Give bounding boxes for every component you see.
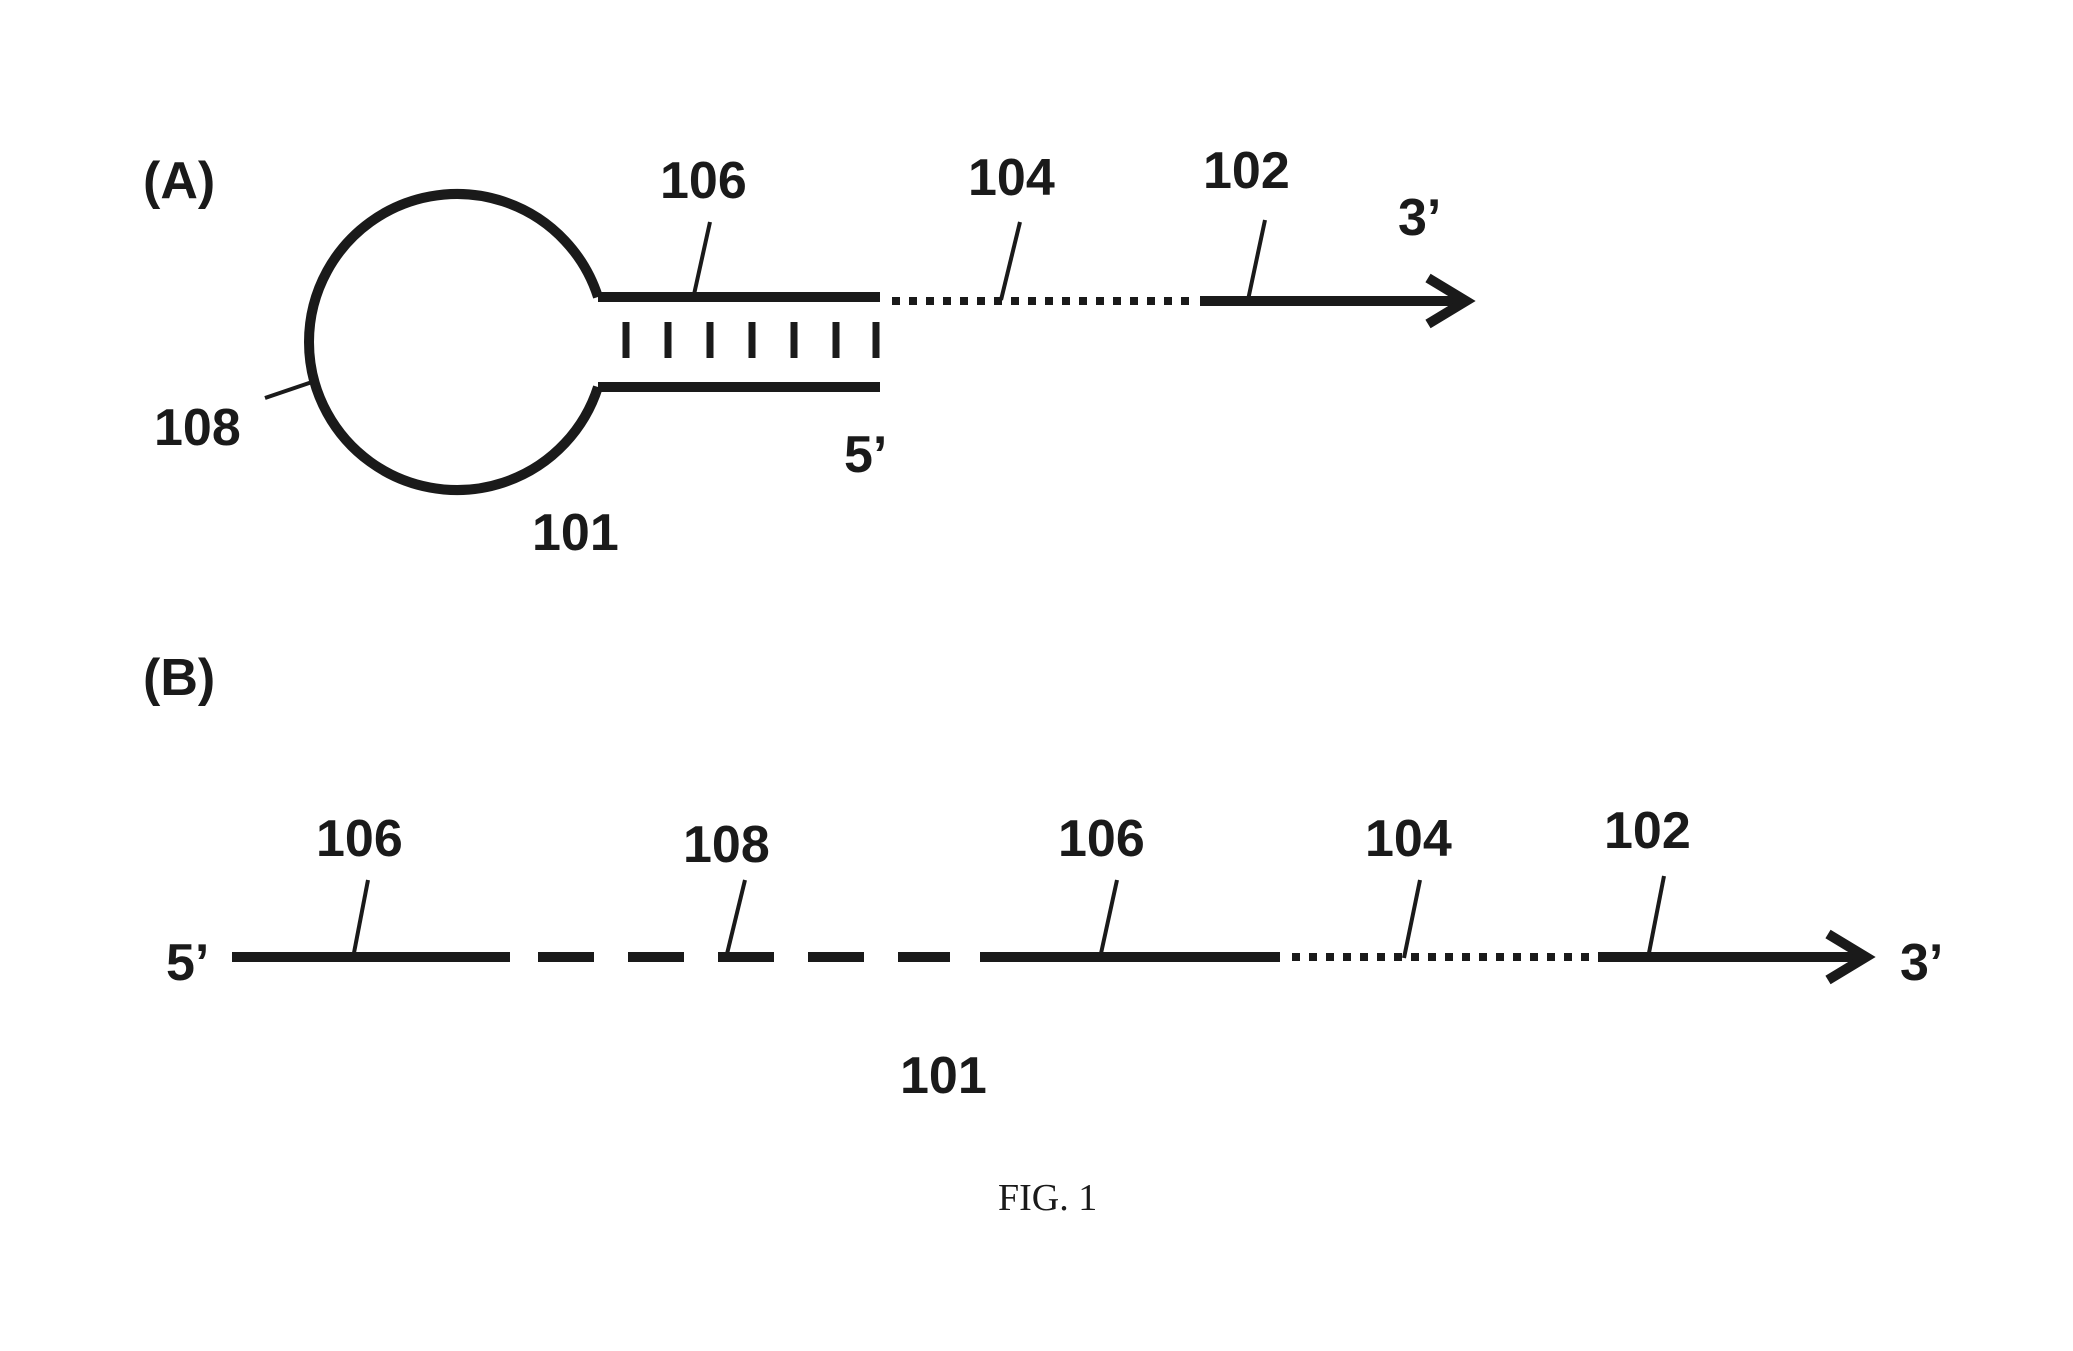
label-5prime: 5’ bbox=[166, 934, 209, 992]
label-102: 102 bbox=[1203, 142, 1290, 200]
label-102: 102 bbox=[1604, 802, 1691, 860]
figure-caption: FIG. 1 bbox=[998, 1177, 1097, 1219]
leader-108 bbox=[724, 879, 747, 959]
label-101: 101 bbox=[532, 504, 619, 562]
label-108: 108 bbox=[683, 816, 770, 874]
label-104: 104 bbox=[968, 149, 1055, 207]
label-106-first: 106 bbox=[316, 810, 403, 868]
leader-108 bbox=[264, 378, 319, 400]
leader-106-first bbox=[351, 879, 370, 959]
panel-a-tag: (A) bbox=[143, 152, 215, 210]
base-pairs bbox=[622, 322, 880, 358]
label-106-second: 106 bbox=[1058, 810, 1145, 868]
arrow-head-3prime bbox=[1425, 273, 1476, 329]
leader-106 bbox=[691, 221, 712, 300]
label-5prime: 5’ bbox=[844, 426, 887, 484]
panel-a: (A) 106 104 102 3’ 108 5 bbox=[143, 142, 1476, 562]
label-3prime: 3’ bbox=[1900, 934, 1943, 992]
arrow-head-3prime bbox=[1825, 929, 1876, 985]
loop-108-arc bbox=[304, 189, 603, 495]
label-106: 106 bbox=[660, 152, 747, 210]
label-108: 108 bbox=[154, 399, 241, 457]
leader-106-second bbox=[1098, 879, 1119, 959]
label-104: 104 bbox=[1365, 810, 1452, 868]
label-3prime: 3’ bbox=[1398, 189, 1441, 247]
leader-102 bbox=[1246, 219, 1267, 301]
label-101: 101 bbox=[900, 1047, 987, 1105]
leader-104 bbox=[1402, 879, 1422, 959]
panel-b-tag: (B) bbox=[143, 649, 215, 707]
panel-b: (B) 106 108 106 104 102 5’ 3’ 101 bbox=[143, 649, 1943, 1105]
leader-104 bbox=[999, 221, 1022, 301]
leader-102 bbox=[1646, 875, 1666, 959]
